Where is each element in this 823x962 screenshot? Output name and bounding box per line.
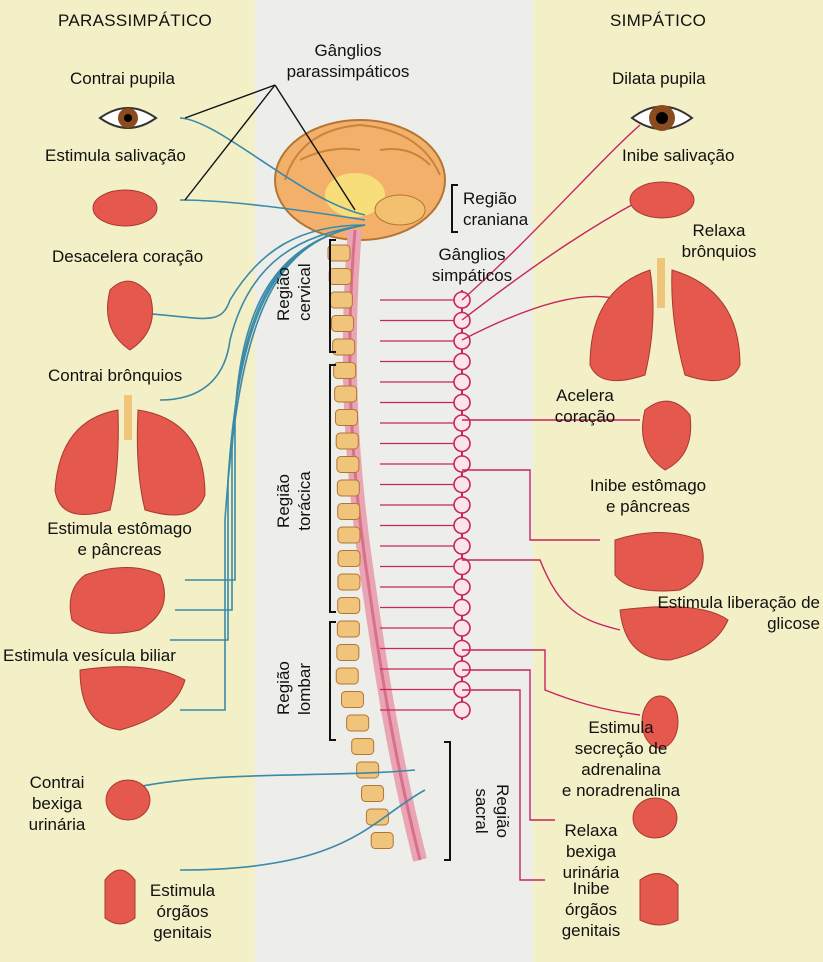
para-heart-label: Desacelera coração [52, 247, 204, 266]
sympathetic-ganglion [453, 434, 471, 453]
bladder-right [632, 797, 678, 839]
para-gallbladder-label: Estimula vesícula biliar [3, 646, 176, 665]
sympathetic-ganglia-chain [380, 290, 471, 720]
vertebra [370, 832, 394, 849]
vertebra [335, 432, 359, 450]
sympathetic-panel [533, 0, 823, 962]
vertebra [336, 479, 360, 497]
kidney-adrenal [641, 695, 679, 749]
vertebra [334, 385, 358, 403]
symp-genitals-label: Inibe órgãos genitais [561, 879, 621, 940]
region-thoracic-label: Região torácica [274, 471, 314, 531]
vertebra [327, 244, 351, 262]
vertebra [361, 785, 385, 802]
liver-right [619, 606, 729, 661]
stomach-right [614, 532, 704, 592]
vertebra [337, 597, 361, 614]
sympathetic-ganglion [453, 639, 471, 658]
sympathetic-ganglia-label: Gânglios simpáticos [431, 245, 513, 285]
region-cervical-label: Região cervical [274, 263, 314, 321]
region-brackets [329, 184, 458, 861]
sympathetic-ganglion [453, 516, 471, 535]
sympathetic-ganglion [453, 537, 471, 555]
heart-right [642, 400, 692, 471]
eye-left-illustration [98, 107, 158, 129]
vertebra [331, 315, 355, 332]
vertebra [333, 362, 357, 379]
vertebra [337, 526, 361, 544]
vertebra [335, 667, 359, 685]
symp-salivation-label: Inibe salivação [622, 146, 735, 165]
sympathetic-ganglion [453, 557, 471, 576]
parasympathetic-ganglia-label: Gânglios parassimpáticos [286, 41, 410, 81]
sympathetic-header: SIMPÁTICO [610, 11, 707, 30]
salivary-gland-right [629, 181, 695, 219]
vertebrae [327, 244, 394, 849]
vertebra [351, 738, 375, 755]
liver-left [79, 666, 186, 731]
heart-left [107, 280, 153, 351]
vertebra [336, 644, 360, 661]
para-bladder-label: Contrai bexiga urinária [28, 773, 86, 834]
sympathetic-ganglion [453, 373, 471, 391]
parasympathetic-nerves [119, 117, 426, 871]
salivary-gland-left [92, 189, 158, 227]
para-stomach-label: Estimula estômago e pâncreas [47, 519, 192, 559]
vertebra [332, 338, 356, 356]
vertebra [356, 761, 380, 779]
symp-bladder-label: Relaxa bexiga urinária [562, 821, 620, 882]
stomach-left [69, 567, 165, 634]
lungs-left [54, 395, 206, 516]
region-cranial-label: Região craniana [463, 189, 529, 229]
vertebra [365, 808, 389, 826]
sympathetic-ganglion [453, 414, 471, 432]
symp-stomach-label: Inibe estômago e pâncreas [589, 476, 707, 516]
sympathetic-ganglion [453, 475, 471, 494]
ganglia-pointers [184, 84, 356, 211]
sympathetic-ganglion [453, 701, 471, 719]
para-bronchi-label: Contrai brônquios [48, 366, 183, 385]
symp-heart-label: Acelera coração [554, 386, 616, 426]
sympathetic-ganglion [453, 619, 471, 637]
sympathetic-ganglion [453, 578, 471, 596]
vertebra [328, 268, 352, 285]
vertebra [336, 456, 360, 473]
symp-glucose-label: Estimula liberação de glicose [657, 593, 820, 633]
sympathetic-nerves [461, 124, 661, 881]
symp-bronchi-label: Relaxa brônquios [681, 221, 757, 261]
sympathetic-ganglion [453, 496, 471, 514]
vertebra [337, 503, 361, 520]
para-genitals-label: Estimula órgãos genitais [149, 881, 216, 942]
sympathetic-ganglion [453, 598, 471, 617]
region-lumbar-label: Região lombar [274, 661, 314, 715]
vertebra [336, 620, 360, 638]
sympathetic-ganglion [453, 352, 471, 371]
bladder-left [105, 779, 151, 821]
genitals-right [639, 873, 679, 926]
sympathetic-ganglion [453, 660, 471, 678]
brain-illustration [274, 119, 446, 241]
vertebra [346, 714, 370, 732]
region-sacral-label: Região sacral [472, 784, 512, 838]
lungs-right [589, 258, 741, 382]
sympathetic-ganglion [453, 393, 471, 412]
symp-pupil-label: Dilata pupila [612, 69, 706, 88]
vertebra [334, 409, 358, 426]
vertebra [337, 550, 361, 567]
parasympathetic-header: PARASSIMPÁTICO [58, 11, 213, 30]
spinal-column [342, 229, 427, 862]
symp-adrenal-label: Estimula secreção de adrenalina e noradr… [561, 718, 681, 800]
vertebra [340, 691, 364, 708]
genitals-left [104, 869, 136, 925]
vertebra [337, 573, 361, 591]
sympathetic-ganglion [453, 332, 471, 350]
para-pupil-label: Contrai pupila [70, 69, 175, 88]
vertebra [329, 291, 353, 309]
para-salivation-label: Estimula salivação [45, 146, 186, 165]
eye-right-illustration [630, 105, 694, 131]
